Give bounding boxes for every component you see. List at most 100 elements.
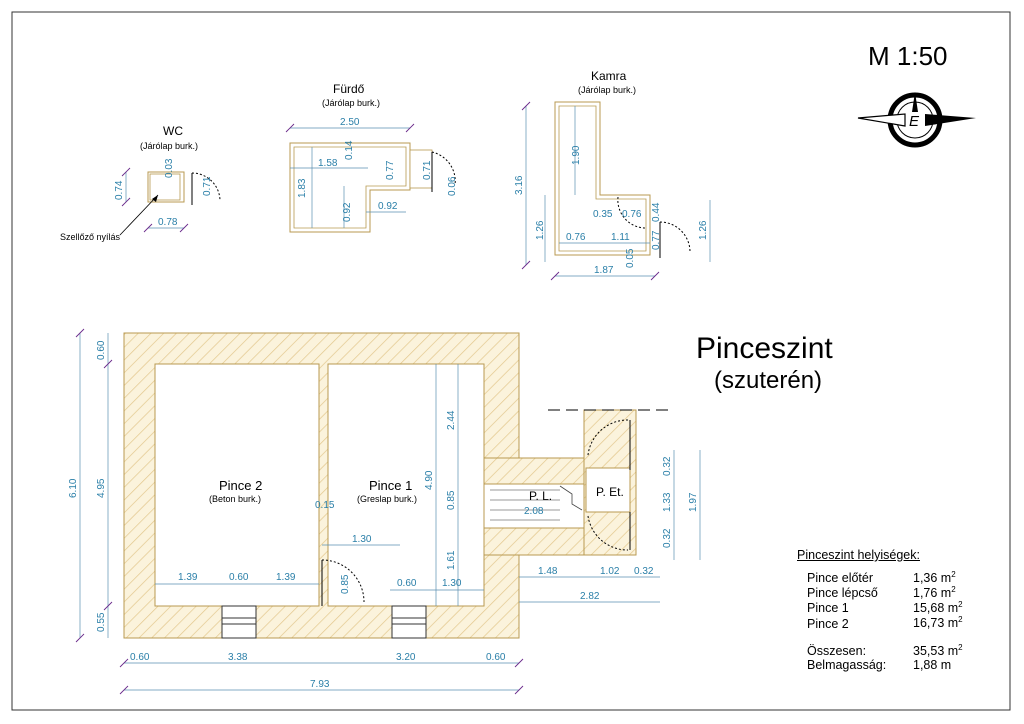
dim-label: 2.44 — [446, 410, 457, 430]
dim-label: 0.77 — [651, 230, 662, 250]
legend-room-area: 16,73 m — [913, 616, 959, 631]
scale-label: M 1:50 — [868, 41, 948, 71]
legend-room-area: 1,76 m — [913, 586, 952, 601]
legend-room-area: 15,68 m — [913, 601, 959, 616]
dim-label: 0.44 — [651, 202, 662, 222]
pince-2-label: Pince 2 — [219, 478, 262, 493]
dim-label: 0.76 — [622, 209, 642, 220]
furdo-detail — [285, 123, 456, 233]
dim-label: 1.02 — [600, 566, 620, 577]
pince-2-floor: (Beton burk.) — [209, 494, 261, 504]
dim-label: 0.60 — [130, 652, 150, 663]
dim-label: 0.76 — [566, 232, 586, 243]
legend-room-unit: 2 — [958, 600, 963, 610]
pince-2-room — [154, 363, 320, 607]
pince-1-floor: (Greslap burk.) — [357, 494, 417, 504]
dim-label: 1.90 — [571, 145, 582, 165]
dim-label: 3.16 — [514, 175, 525, 195]
wc-detail — [119, 167, 221, 236]
stair-label: P. L. — [529, 489, 552, 503]
legend-title: Pinceszint helyiségek: — [797, 548, 920, 562]
main-plan — [75, 328, 701, 695]
dim-label: 1.39 — [178, 572, 198, 583]
dim-label: 6.10 — [68, 478, 79, 498]
plan-subtitle: (szuterén) — [714, 367, 822, 394]
dim-label: 0.85 — [446, 490, 457, 510]
dim-label: 0.60 — [229, 572, 249, 583]
dim-label: 2.50 — [340, 117, 360, 128]
legend-row: Pince lépcső 1,76 m2 — [797, 585, 963, 600]
dim-label: 4.95 — [96, 478, 107, 498]
legend-height-row: Belmagasság: 1,88 m — [797, 658, 963, 672]
legend-row: Pince 1 15,68 m2 — [797, 600, 963, 615]
dim-label: 0.60 — [397, 578, 417, 589]
frame-border — [11, 11, 1011, 711]
legend-total-label: Összesen: — [807, 643, 867, 658]
legend-room-name: Pince előtér — [807, 571, 874, 586]
entry-room — [585, 467, 631, 513]
dim-label: 0.15 — [315, 500, 335, 511]
dim-label: 1.11 — [611, 232, 630, 243]
dim-label: 0.77 — [385, 160, 396, 180]
legend-room-name: Pince 2 — [807, 616, 849, 631]
dim-label: 1.83 — [297, 178, 308, 198]
dim-label: 1.26 — [698, 220, 709, 240]
dim-label: 1.30 — [442, 578, 462, 589]
dim-label: 0.35 — [593, 209, 613, 220]
legend-total-unit: 2 — [958, 642, 963, 652]
furdo-floor: (Járólap burk.) — [322, 98, 380, 108]
dim-label: 2.08 — [524, 506, 544, 517]
dim-label: 1.39 — [276, 572, 296, 583]
dim-label: 0.78 — [158, 217, 178, 228]
dim-label: 0.32 — [662, 456, 673, 476]
pince-1-label: Pince 1 — [369, 478, 412, 493]
legend-room-unit: 2 — [951, 585, 956, 595]
wc-floor: (Járólap burk.) — [140, 141, 198, 151]
wc-vent-note: Szellőző nyílás — [60, 232, 121, 242]
north-arrow-icon: E — [857, 92, 976, 148]
kamra-floor: (Járólap burk.) — [578, 85, 636, 95]
legend-row: Pince előtér 1,36 m2 — [797, 570, 963, 585]
dim-label: 2.82 — [580, 591, 600, 602]
legend-room-area: 1,36 m — [913, 571, 952, 586]
dim-label: 0.55 — [96, 612, 107, 632]
dim-label: 0.71 — [202, 176, 213, 196]
legend-height-label: Belmagasság: — [807, 657, 887, 672]
dim-label: 0.74 — [114, 180, 125, 200]
legend-room-unit: 2 — [951, 570, 956, 579]
legend-height-value: 1,88 m — [913, 657, 952, 672]
kamra-name: Kamra — [591, 69, 627, 83]
dim-label: 0.06 — [447, 176, 458, 196]
dim-label: 1.30 — [352, 534, 372, 545]
dim-label: 1.87 — [594, 265, 614, 276]
dim-label: 1.26 — [535, 220, 546, 240]
legend-room-name: Pince lépcső — [807, 586, 878, 601]
dim-label: 0.03 — [164, 158, 175, 178]
dim-label: 0.60 — [96, 340, 107, 360]
dim-label: 0.85 — [340, 574, 351, 594]
dim-label: 1.48 — [538, 566, 558, 577]
svg-text:E: E — [909, 113, 920, 130]
dim-label: 3.20 — [396, 652, 416, 663]
legend-total-row: Összesen: 35,53 m2 — [797, 643, 963, 658]
dim-label: 0.32 — [662, 528, 673, 548]
dim-label: 4.90 — [424, 470, 435, 490]
dim-label: 1.33 — [662, 492, 673, 512]
furdo-name: Fürdő — [333, 82, 365, 96]
legend-room-name: Pince 1 — [807, 601, 849, 616]
dim-label: 0.32 — [634, 566, 654, 577]
dim-label: 3.38 — [228, 652, 248, 663]
dim-label: 0.92 — [378, 201, 398, 212]
dim-label: 1.61 — [446, 550, 457, 570]
plan-title: Pinceszint — [696, 332, 833, 365]
wc-name: WC — [163, 124, 183, 138]
dim-label: 0.71 — [422, 160, 433, 180]
dim-label: 0.14 — [344, 140, 355, 160]
kamra-detail — [521, 101, 711, 281]
dim-label: 7.93 — [310, 679, 330, 690]
dim-label: 0.05 — [625, 248, 636, 268]
legend-total-value: 35,53 m — [913, 643, 959, 658]
dim-label: 0.60 — [486, 652, 506, 663]
